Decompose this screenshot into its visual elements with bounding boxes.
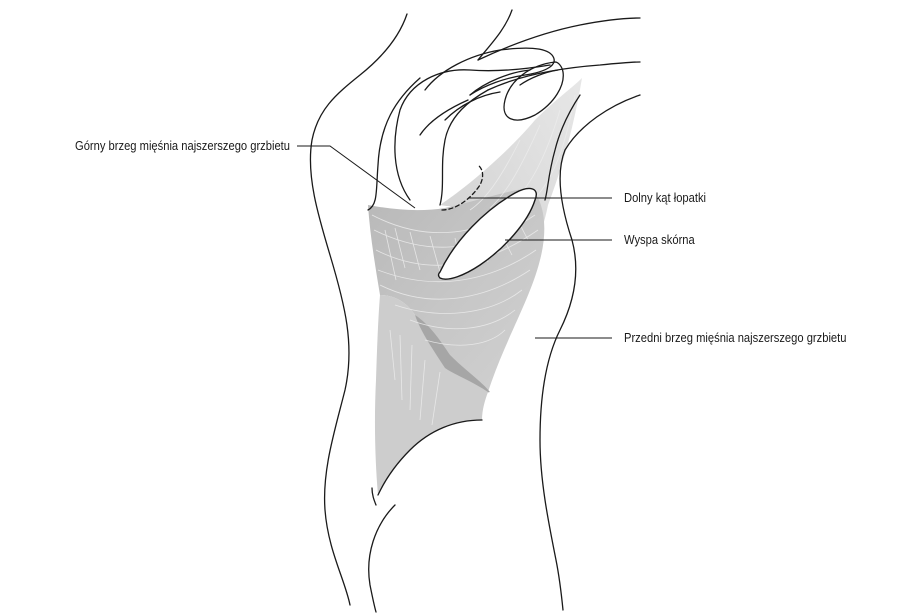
- latissimus-muscle: [368, 78, 582, 495]
- label-skin-island: Wyspa skórna: [624, 232, 695, 248]
- finger-line-1: [470, 70, 530, 95]
- finger-line-2: [445, 92, 500, 120]
- shoulder-line: [478, 18, 640, 60]
- gluteal-contour: [369, 505, 395, 612]
- label-anterior-border: Przedni brzeg mięśnia najszerszego grzbi…: [624, 330, 846, 346]
- wrist-line: [420, 100, 468, 135]
- posterior-contour: [368, 78, 420, 210]
- gluteal-inner: [372, 488, 376, 505]
- label-scapula-angle: Dolny kąt łopatki: [624, 190, 706, 206]
- label-upper-border: Górny brzeg mięśnia najszerszego grzbiet…: [75, 138, 290, 154]
